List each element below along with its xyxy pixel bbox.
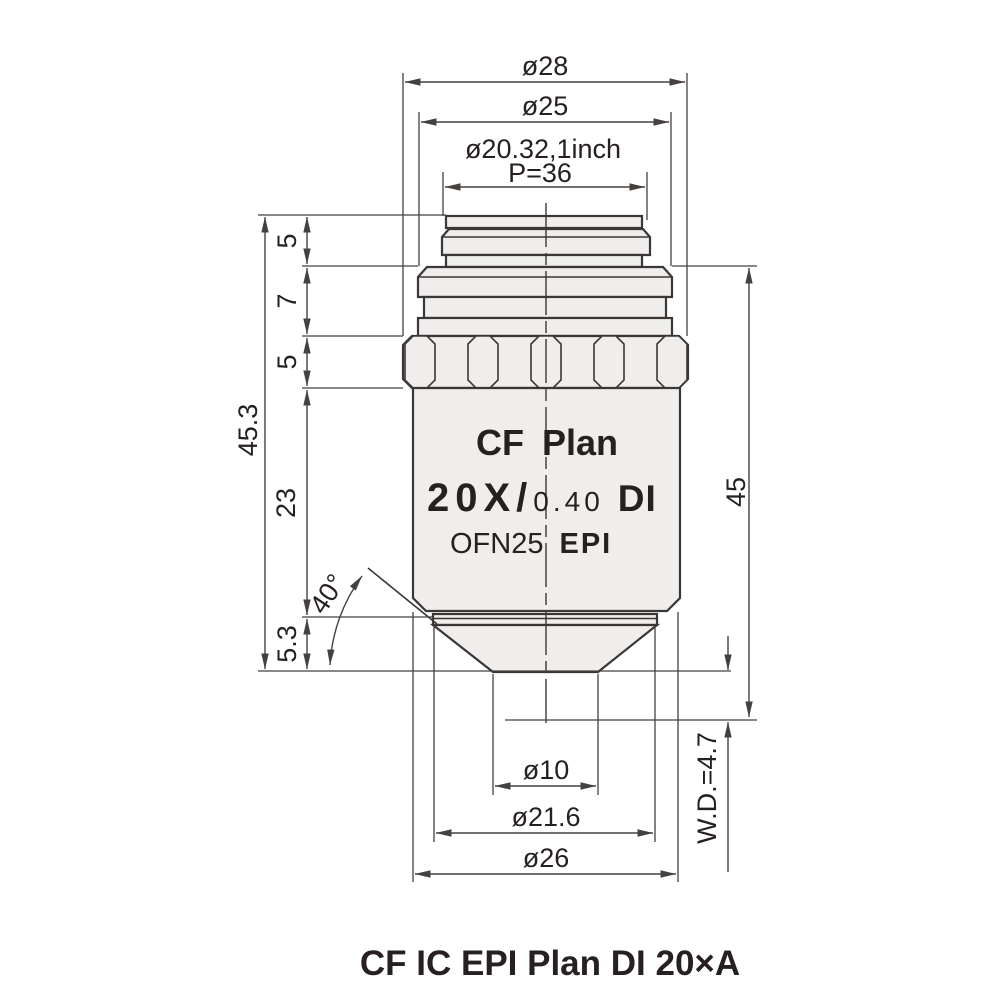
dimension-lines bbox=[261, 78, 753, 878]
dim-label-seg23: 23 bbox=[271, 488, 301, 518]
engraving-na: 0.40 bbox=[533, 486, 604, 517]
front-cone bbox=[429, 623, 661, 674]
thread-neck bbox=[444, 253, 644, 269]
engraving-series-name: CF Plan bbox=[476, 422, 618, 463]
extension-lines bbox=[258, 73, 757, 882]
dim-label-thread-dia: ø20.32,1inch bbox=[465, 134, 621, 164]
dim-label-angle40: 40° bbox=[304, 569, 352, 620]
dim-angle-arc bbox=[327, 575, 363, 666]
dim-label-45: 45 bbox=[721, 477, 751, 507]
lens-engraving: CF Plan 20X/0.40 DI OFN25 EPI bbox=[427, 422, 657, 560]
dim-label-pitch: P=36 bbox=[508, 158, 572, 188]
dim-label-seg7: 7 bbox=[272, 293, 302, 308]
mount-shoulder bbox=[416, 265, 674, 299]
tip-flange bbox=[431, 612, 659, 627]
dimension-labels: ø28 ø25 ø20.32,1inch P=36 5 7 5 23 5.3 4… bbox=[233, 51, 751, 873]
step-band bbox=[422, 295, 668, 320]
engraving-glass-line: OFN25 EPI bbox=[450, 528, 612, 560]
engraving-magnification: 20X/ bbox=[427, 476, 533, 520]
engraving-di: DI bbox=[618, 478, 657, 519]
lens-outline bbox=[367, 203, 690, 723]
cone-angle-extension-line bbox=[367, 567, 438, 625]
dim-label-seg5-3: 5.3 bbox=[272, 625, 302, 663]
dim-label-45-3: 45.3 bbox=[233, 404, 263, 457]
dim-label-wd: W.D.=4.7 bbox=[692, 732, 722, 844]
engraving-glass-code: OFN25 bbox=[450, 528, 543, 560]
drawing-caption: CF IC EPI Plan DI 20×A bbox=[360, 944, 740, 983]
upper-band bbox=[416, 316, 674, 338]
engraving-epi: EPI bbox=[559, 528, 612, 560]
engraving-spec-line: 20X/0.40 DI bbox=[427, 476, 657, 520]
dim-label-seg5b: 5 bbox=[272, 354, 302, 369]
dim-label-seg5a: 5 bbox=[272, 233, 302, 248]
dim-label-dia26: ø26 bbox=[523, 843, 570, 873]
dim-label-dia28: ø28 bbox=[522, 51, 569, 81]
dim-label-dia10: ø10 bbox=[523, 755, 570, 785]
dim-label-dia25: ø25 bbox=[522, 91, 569, 121]
thread-top-band bbox=[444, 214, 644, 230]
dim-label-dia21-6: ø21.6 bbox=[511, 802, 580, 832]
